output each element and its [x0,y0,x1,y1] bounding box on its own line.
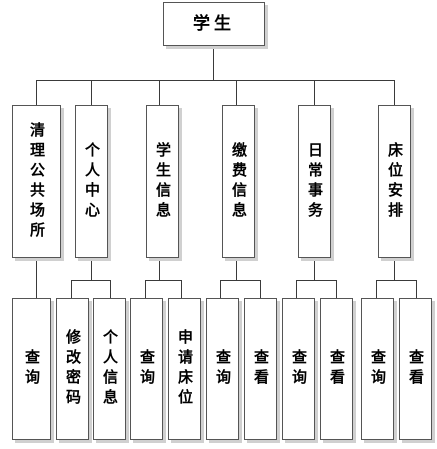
leaf-node-label: 查询 [138,349,156,389]
connector-child-5-1-up [416,280,417,298]
connector-level1-bus [36,80,395,81]
connector-module-0-up [36,80,37,105]
connector-child-3-1-up [260,280,261,298]
connector-module-1-down [91,258,92,281]
module-node-label: 学生信息 [154,141,172,222]
leaf-node-label: 个人信息 [101,329,119,409]
leaf-node-personal-info: 个人信息 [93,298,126,440]
leaf-node-change-password: 修改密码 [56,298,89,440]
connector-module-4-bus [296,280,337,281]
connector-module-2-bus [145,280,182,281]
connector-module-2-down [159,258,160,281]
connector-module-1-bus [71,280,111,281]
connector-module-3-down [236,258,237,281]
module-node-label: 床位安排 [386,141,404,222]
leaf-node-query: 查询 [361,298,394,440]
leaf-node-apply-bed: 申请床位 [168,298,201,440]
leaf-node-query: 查询 [130,298,163,440]
connector-module-1-up [91,80,92,105]
leaf-node-label: 查询 [214,349,232,389]
connector-child-5-0-up [376,280,377,298]
connector-child-4-1-up [336,280,337,298]
module-node-label: 清理公共场所 [28,121,46,242]
connector-module-3-up [236,80,237,105]
leaf-node-view: 查看 [244,298,277,440]
connector-module-4-up [314,80,315,105]
module-node-label: 个人中心 [83,141,101,222]
connector-child-1-0-up [71,280,72,298]
module-node-cleaning: 清理公共场所 [12,105,61,258]
module-node-personal-center: 个人中心 [75,105,108,258]
connector-root-down [213,46,214,81]
connector-module-0-down [36,258,37,298]
leaf-node-view: 查看 [320,298,353,440]
leaf-node-label: 查询 [290,349,308,389]
module-node-daily-affairs: 日常事务 [298,105,331,258]
connector-module-5-bus [376,280,417,281]
connector-module-5-down [394,258,395,281]
module-node-payment-info: 缴费信息 [222,105,255,258]
leaf-node-label: 修改密码 [64,329,82,409]
connector-child-2-1-up [181,280,182,298]
root-node: 学生 [163,2,265,46]
connector-module-4-down [314,258,315,281]
connector-module-5-up [394,80,395,105]
module-node-label: 日常事务 [306,141,324,222]
connector-child-3-0-up [220,280,221,298]
connector-module-3-bus [220,280,261,281]
connector-child-4-0-up [296,280,297,298]
module-node-student-info: 学生信息 [146,105,179,258]
leaf-node-label: 查询 [369,349,387,389]
connector-child-1-1-up [110,280,111,298]
leaf-node-query: 查询 [206,298,239,440]
leaf-node-query: 查询 [282,298,315,440]
leaf-node-label: 查询 [23,349,41,389]
connector-child-2-0-up [145,280,146,298]
leaf-node-label: 查看 [252,349,270,389]
leaf-node-label: 查看 [407,349,425,389]
root-node-label: 学生 [193,13,235,34]
leaf-node-label: 查看 [328,349,346,389]
module-node-label: 缴费信息 [230,141,248,222]
leaf-node-query: 查询 [12,298,51,440]
connector-module-2-up [159,80,160,105]
leaf-node-view: 查看 [399,298,432,440]
module-node-bed-arrangement: 床位安排 [378,105,411,258]
leaf-node-label: 申请床位 [176,329,194,409]
